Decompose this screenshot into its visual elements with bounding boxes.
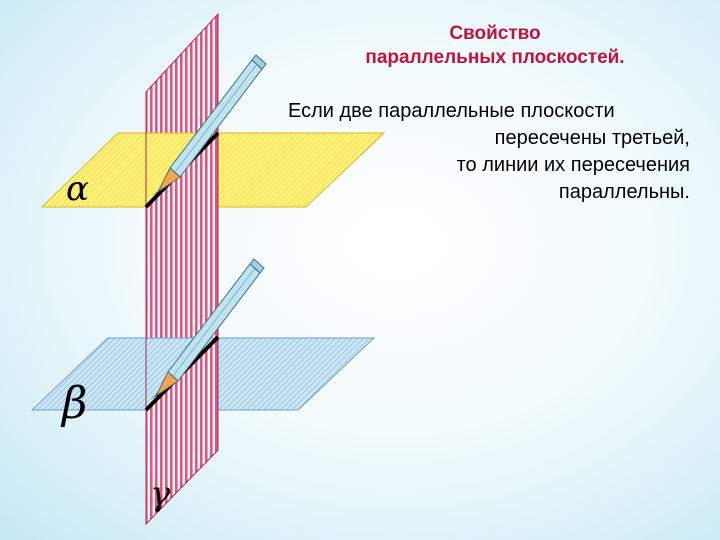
title-line-2: параллельных плоскостей.	[365, 47, 625, 68]
plane-beta-label: β	[60, 378, 87, 429]
statement-line-2: пересечены третьей,	[494, 127, 690, 149]
slide-title: Свойство параллельных плоскостей.	[330, 22, 660, 70]
theorem-statement: Если две параллельные плоскости пересече…	[282, 98, 692, 206]
title-line-1: Свойство	[449, 23, 541, 44]
statement-line-3: то линии их пересечения	[456, 154, 690, 176]
statement-line-1: Если две параллельные плоскости	[288, 100, 615, 122]
plane-alpha-label: α	[66, 169, 89, 209]
pencil-icon	[152, 54, 267, 196]
plane-gamma-label: γ	[150, 474, 171, 514]
pencil-icon	[150, 258, 265, 400]
statement-line-4: параллельны.	[558, 181, 690, 203]
